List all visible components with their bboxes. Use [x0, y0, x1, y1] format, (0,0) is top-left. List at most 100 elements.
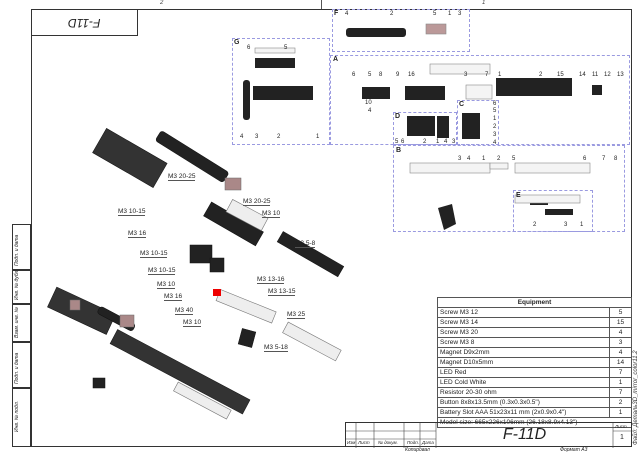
section-c: C	[457, 100, 499, 145]
part-number: 14	[579, 72, 586, 78]
part-number: 2	[423, 139, 427, 145]
col-label: Дата	[422, 440, 434, 445]
c-part	[462, 113, 480, 139]
part-number: 9	[396, 72, 400, 78]
bipod-part	[282, 321, 342, 362]
part-number: 2	[277, 134, 281, 140]
section-d: D	[393, 112, 457, 145]
d-part	[437, 116, 449, 138]
part-number: 5	[368, 72, 372, 78]
block-part	[209, 257, 225, 273]
screw-callout: M3 20-25	[243, 198, 271, 206]
a-part	[465, 84, 493, 100]
strip-cell: Инв. № подл.	[12, 388, 31, 447]
grip-part	[237, 328, 257, 348]
item-name: LED Red	[437, 367, 610, 378]
drawing-frame	[31, 9, 632, 447]
a-part	[405, 86, 445, 100]
item-qty: 4	[609, 347, 632, 358]
item-name: LED Cold White	[437, 377, 610, 388]
part-number: 6	[352, 72, 356, 78]
col-label: Подп.	[407, 440, 419, 445]
handguard-part	[276, 231, 345, 278]
g-rail	[255, 58, 295, 68]
item-qty: 1	[609, 377, 632, 388]
screw-callout: M3 10-15	[140, 250, 168, 258]
part-number: 8	[614, 156, 618, 162]
part-number: 5	[493, 108, 497, 114]
title-block: Изм Лист № докум. Подп. Дата F-11D Лист …	[345, 422, 633, 448]
col-label: Изм	[347, 440, 356, 445]
item-name: Screw M3 8	[437, 337, 610, 348]
part-number: 2	[493, 124, 497, 130]
item-qty: 14	[609, 357, 632, 368]
table-header: Equipment	[437, 297, 632, 308]
item-qty: 7	[609, 367, 632, 378]
scale-divider	[321, 0, 322, 9]
part-number: 6	[247, 45, 251, 51]
part-number: 3	[564, 222, 568, 228]
part-number: 7	[602, 156, 606, 162]
part-number: 4	[240, 134, 244, 140]
block-part	[189, 244, 213, 264]
section-label: B	[396, 147, 402, 154]
part-number: 13	[617, 72, 624, 78]
item-qty: 1	[609, 407, 632, 418]
part-number: 12	[604, 72, 611, 78]
b-frame	[514, 162, 591, 174]
section-label: D	[395, 113, 401, 120]
drawing-title: F-11D	[502, 426, 547, 443]
frame-part	[225, 199, 269, 231]
screw-callout: M3 16	[164, 293, 183, 301]
table-row: Battery Slot AAA 51x23x11 mm (2x0.9x0.4"…	[437, 407, 632, 418]
part-number: 4	[444, 139, 448, 145]
item-qty: 4	[609, 327, 632, 338]
strip-cell: Инв. № дубл.	[12, 269, 31, 304]
item-qty: 2	[609, 397, 632, 408]
red-led-part	[213, 289, 221, 296]
section-label: G	[234, 39, 240, 46]
strip-cell: Взам. инв. №	[12, 304, 31, 342]
part-number: 8	[379, 72, 383, 78]
screw-callout: M3 5-18	[264, 344, 288, 352]
b-part	[489, 162, 509, 170]
part-number: 2	[533, 222, 537, 228]
a-part	[429, 63, 491, 75]
screw-callout: M3 40	[175, 307, 194, 315]
sheet-label: Лист	[615, 424, 627, 429]
a-muzzle	[592, 85, 602, 95]
item-qty: 7	[609, 387, 632, 398]
title-block-grid	[346, 423, 633, 448]
screw-callout: M3 20-25	[168, 173, 196, 181]
part-number: 2	[390, 11, 394, 17]
part-number: 11	[592, 72, 599, 78]
sheet-number: 1	[620, 434, 624, 441]
part-number: 4	[493, 140, 497, 146]
part-number: 10	[365, 100, 372, 106]
part-number: 6	[401, 139, 405, 145]
part-number: 4	[368, 108, 372, 114]
item-name: Resistor 20-30 ohm	[437, 387, 610, 398]
screw-callout: M3 10-15	[118, 208, 146, 216]
part-number: 3	[464, 72, 468, 78]
item-qty: 3	[609, 337, 632, 348]
section-label: E	[516, 192, 521, 199]
item-qty: 15	[609, 317, 632, 328]
stock-part	[47, 286, 116, 335]
section-g: G	[232, 38, 330, 145]
f-mount	[425, 23, 447, 35]
item-name: Screw M3 14	[437, 317, 610, 328]
part-number: 1	[498, 72, 502, 78]
mount-part	[119, 314, 135, 328]
d-board	[407, 116, 435, 136]
screw-callout: M3 10	[262, 210, 281, 218]
